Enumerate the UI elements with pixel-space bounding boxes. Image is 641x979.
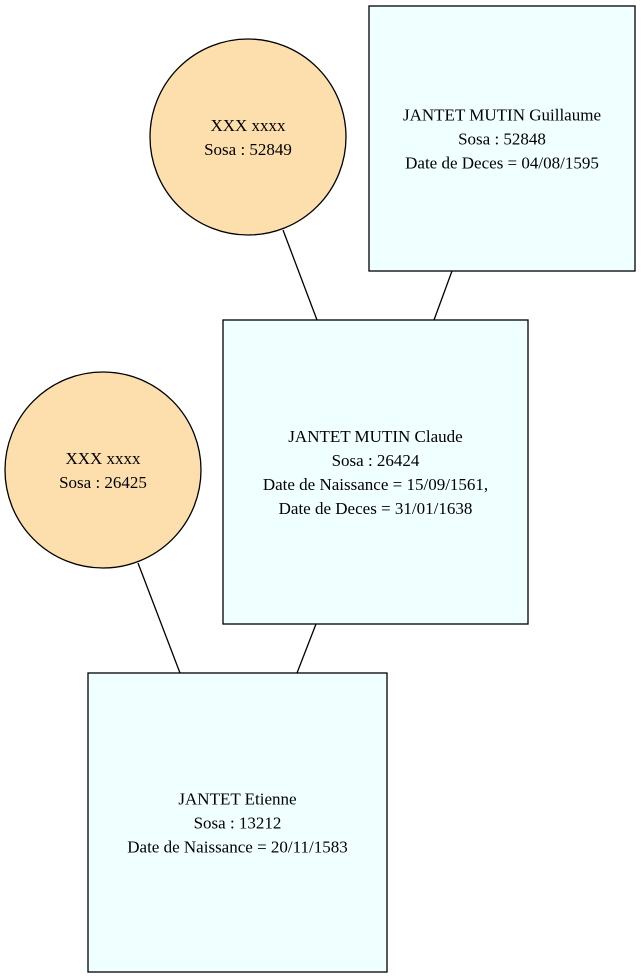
- edge-n26424-n13212: [296, 623, 317, 674]
- edge-n52848-n26424: [433, 270, 453, 321]
- node-label-line: Sosa : 26425: [59, 473, 147, 492]
- node-label-line: XXX xxxx: [210, 116, 286, 135]
- person-box: [368, 5, 636, 272]
- node-label-line: Sosa : 52848: [458, 130, 546, 149]
- edge-n52849-n26424: [282, 229, 318, 321]
- node-label-line: Date de Naissance = 20/11/1583: [127, 838, 347, 857]
- unknown-ancestor-circle: [149, 38, 347, 236]
- node-label-line: JANTET MUTIN Guillaume: [403, 106, 601, 125]
- node-label-line: Sosa : 26424: [332, 451, 420, 470]
- edges-layer: [137, 229, 453, 674]
- node-label-line: Date de Deces = 31/01/1638: [279, 499, 473, 518]
- unknown-ancestor-circle: [4, 371, 202, 569]
- person-box: [87, 672, 388, 973]
- edge-n26425-n13212: [137, 562, 181, 674]
- node-label-line: JANTET Etienne: [178, 790, 296, 809]
- node-label-line: JANTET MUTIN Claude: [288, 427, 462, 446]
- node-label-line: Date de Naissance = 15/09/1561,: [263, 475, 488, 494]
- node-label-line: Sosa : 13212: [194, 814, 282, 833]
- person-box: [222, 319, 529, 625]
- node-label-line: Sosa : 52849: [204, 140, 292, 159]
- node-label-line: Date de Deces = 04/08/1595: [405, 154, 599, 173]
- node-label-line: XXX xxxx: [65, 449, 141, 468]
